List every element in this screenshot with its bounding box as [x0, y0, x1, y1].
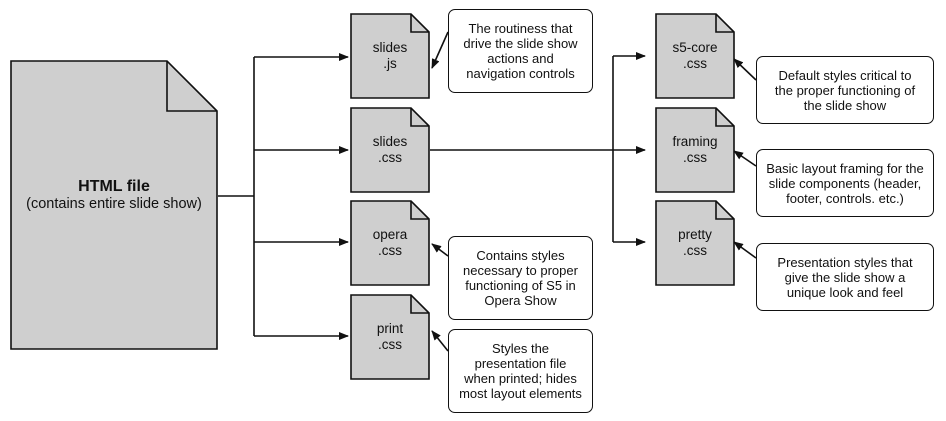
arrow-note-framing-css [733, 150, 757, 167]
document-icon [350, 13, 430, 99]
document-icon [10, 60, 218, 350]
file-label: framing.css [672, 134, 718, 165]
file-label: slides.js [372, 40, 408, 71]
document-icon [655, 13, 735, 99]
arrow-note-s5-core-css [733, 58, 757, 81]
file-label: opera.css [372, 227, 408, 258]
html-file-subtitle: (contains entire slide show) [26, 196, 202, 212]
file-s5-core-css: s5-core.css [655, 13, 735, 99]
document-icon [350, 294, 430, 380]
html-file-document: HTML file (contains entire slide show) [10, 60, 218, 350]
document-icon [655, 107, 735, 193]
document-icon [350, 107, 430, 193]
document-icon [350, 200, 430, 286]
html-file-title: HTML file [78, 178, 150, 195]
arrow-note-slides-js [431, 31, 449, 69]
arrow-note-print-css [431, 330, 449, 352]
file-label: s5-core.css [672, 40, 718, 71]
file-label: pretty.css [678, 227, 712, 258]
document-icon [655, 200, 735, 286]
file-slides-js: slides.js [350, 13, 430, 99]
file-label: slides.css [372, 134, 408, 165]
html-file-label: HTML file (contains entire slide show) [10, 178, 218, 213]
arrow-note-opera-css [431, 243, 449, 257]
arrow-note-pretty-css [733, 241, 757, 259]
file-label: print.css [376, 321, 404, 352]
file-print-css: print.css [350, 294, 430, 380]
file-pretty-css: pretty.css [655, 200, 735, 286]
file-framing-css: framing.css [655, 107, 735, 193]
file-opera-css: opera.css [350, 200, 430, 286]
file-slides-css: slides.css [350, 107, 430, 193]
